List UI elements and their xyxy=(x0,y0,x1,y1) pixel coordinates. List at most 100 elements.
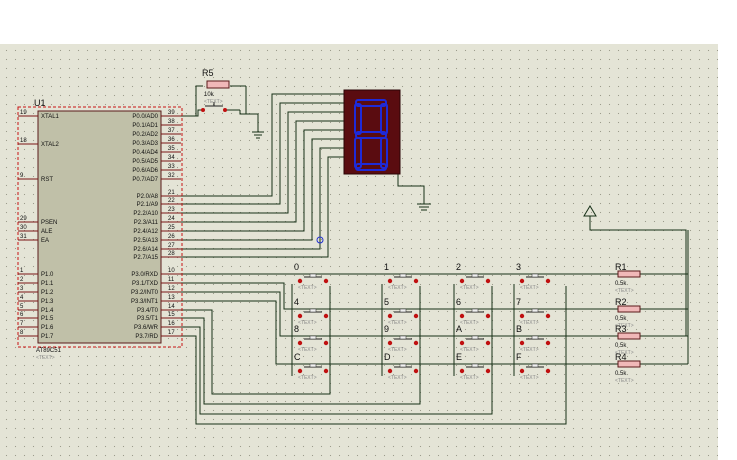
resistor-text-tag: <TEXT> xyxy=(615,350,634,356)
key-5[interactable]: 5<TEXT> xyxy=(384,297,419,326)
r5-text-tag: <TEXT> xyxy=(204,99,223,105)
key-f[interactable]: F<TEXT> xyxy=(516,352,551,381)
resistor-r3[interactable]: R30.5k<TEXT> xyxy=(615,324,641,356)
mcu-pin-name: P0.1/AD1 xyxy=(132,123,158,129)
mcu-pin-2[interactable]: 2P1.1 xyxy=(18,277,54,287)
key-3[interactable]: 3<TEXT> xyxy=(516,262,551,291)
display-segment xyxy=(354,103,362,135)
mcu-text-tag: <TEXT> xyxy=(36,355,55,361)
mcu-pin-name: P2.2/A10 xyxy=(133,211,158,217)
resistor-value-label: 0.5k xyxy=(615,316,627,322)
key-2[interactable]: 2<TEXT> xyxy=(456,262,491,291)
mcu-pin-name: RST xyxy=(41,177,53,183)
key-b[interactable]: B<TEXT> xyxy=(516,324,551,353)
resistor-r2[interactable]: R20.5k<TEXT> xyxy=(615,297,641,329)
reset-button[interactable] xyxy=(201,102,227,112)
resistor-ref-label: R1 xyxy=(615,262,627,272)
key-6[interactable]: 6<TEXT> xyxy=(456,297,491,326)
mcu-pin-name: P1.3 xyxy=(41,299,54,305)
mcu-pin-1[interactable]: 1P1.0 xyxy=(18,268,54,278)
mcu-pin-number: 7 xyxy=(20,321,24,327)
key-label: 8 xyxy=(294,324,299,334)
key-d[interactable]: D <TEXT> xyxy=(384,352,419,381)
mcu-pin-number: 5 xyxy=(20,304,24,310)
mcu-pin-8[interactable]: 8P1.7 xyxy=(18,330,54,340)
key-4[interactable]: 4<TEXT> xyxy=(294,297,329,326)
key-label: D xyxy=(384,352,391,362)
key-9[interactable]: 9<TEXT> xyxy=(384,324,419,353)
key-label: 0 xyxy=(294,262,299,272)
mcu-ref-label: U1 xyxy=(34,98,46,108)
mcu-pin-name: P3.3/INT1 xyxy=(131,299,159,305)
mcu-pin-name: P2.4/A12 xyxy=(133,229,158,235)
key-1[interactable]: 1<TEXT> xyxy=(384,262,419,291)
resistor-r4[interactable]: R40.5k<TEXT> xyxy=(615,352,641,384)
key-text-tag: <TEXT> xyxy=(460,375,479,381)
mcu-pin-3[interactable]: 3P1.2 xyxy=(18,286,54,296)
key-label: B xyxy=(516,324,522,334)
key-7[interactable]: 7<TEXT> xyxy=(516,297,551,326)
key-text-tag: <TEXT> xyxy=(520,375,539,381)
key-0[interactable]: 0<TEXT> xyxy=(294,262,329,291)
key-c[interactable]: C<TEXT> xyxy=(294,352,329,381)
resistor-text-tag: <TEXT> xyxy=(615,323,634,329)
mcu-pin-number: 2 xyxy=(20,277,24,283)
key-text-tag: <TEXT> xyxy=(388,375,407,381)
seven-segment-display[interactable] xyxy=(343,89,401,175)
mcu-pin-7[interactable]: 7P1.6 xyxy=(18,321,54,331)
mcu-pin-number: 26 xyxy=(168,234,175,240)
resistor-r1[interactable]: R10.5k<TEXT> xyxy=(615,262,641,294)
mcu-pin-name: P2.6/A14 xyxy=(133,247,158,253)
mcu-pin-number: 8 xyxy=(20,330,24,336)
resistor-value-label: 0.5k xyxy=(615,281,627,287)
key-text-tag: <TEXT> xyxy=(298,320,317,326)
mcu-pin-name: P2.3/A11 xyxy=(134,220,159,226)
mcu-pin-6[interactable]: 6P1.5 xyxy=(18,312,54,322)
mcu-pin-5[interactable]: 5P1.4 xyxy=(18,304,54,314)
mcu-pin-number: 34 xyxy=(168,155,175,161)
mcu-part-label: AT89C51 xyxy=(36,348,62,354)
key-e[interactable]: E<TEXT> xyxy=(456,352,491,381)
mcu-pin-number: 27 xyxy=(168,243,175,249)
key-8[interactable]: 8<TEXT> xyxy=(294,324,329,353)
mcu-pin-number: 28 xyxy=(168,251,175,257)
mcu-pin-number: 9 xyxy=(20,173,24,179)
mcu-at89c51[interactable]: U1AT89C51<TEXT>19XTAL118XTAL29RST29PSEN3… xyxy=(17,98,183,361)
mcu-pin-number: 32 xyxy=(168,173,175,179)
mcu-pin-4[interactable]: 4P1.3 xyxy=(18,295,54,305)
mcu-selection-box xyxy=(17,106,183,348)
key-a[interactable]: A<TEXT> xyxy=(456,324,491,353)
